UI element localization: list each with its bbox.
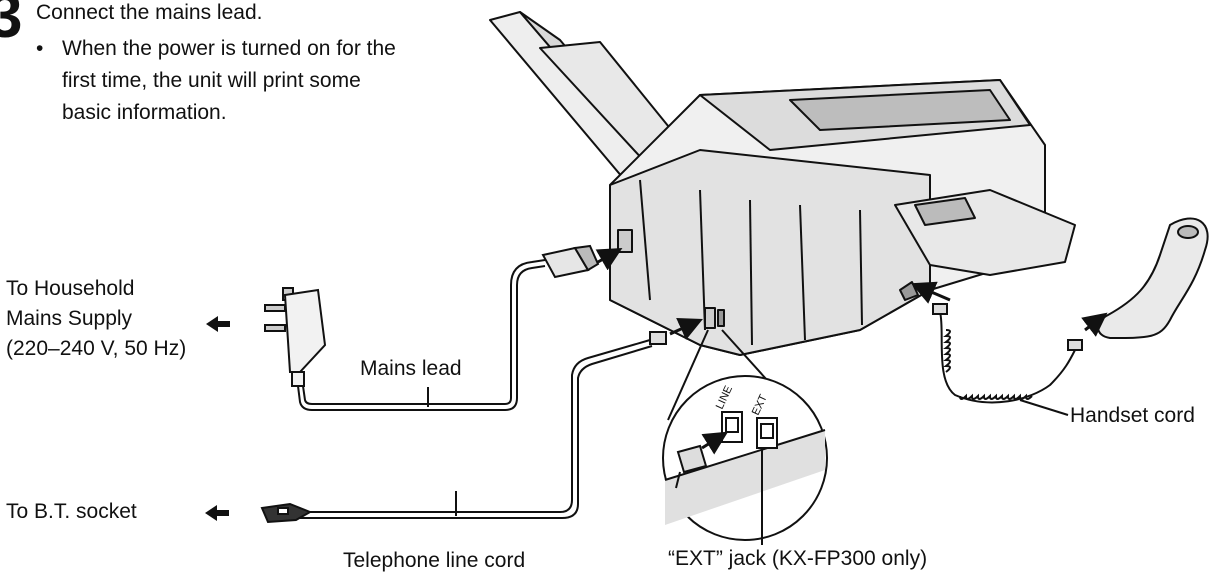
supply-arrows: [205, 316, 230, 521]
label-ext-jack: “EXT” jack (KX-FP300 only): [668, 547, 928, 570]
bullet-line-1: When the power is turned on for the: [62, 37, 396, 60]
label-mains-lead: Mains lead: [360, 357, 462, 380]
handset-cord: [910, 281, 1108, 416]
bullet-line-3: basic information.: [62, 101, 227, 124]
bullet-mark: •: [36, 37, 44, 60]
label-household-3: (220–240 V, 50 Hz): [6, 337, 187, 360]
step-number: 3: [0, 0, 23, 51]
handset: [1097, 217, 1209, 340]
step-instruction: Connect the mains lead.: [36, 1, 263, 24]
mains-lead-connector: [541, 244, 623, 279]
label-telephone-line-cord: Telephone line cord: [343, 549, 526, 572]
jack-detail: [662, 329, 828, 545]
mains-lead: [297, 259, 546, 411]
label-household-2: Mains Supply: [6, 307, 133, 330]
bullet-line-2: first time, the unit will print some: [62, 69, 361, 92]
telephone-line-cord: [300, 318, 703, 519]
label-handset-cord: Handset cord: [1070, 404, 1195, 427]
fax-machine: [489, 11, 1076, 356]
label-bt-socket: To B.T. socket: [6, 500, 137, 523]
bt-plug: [260, 502, 313, 524]
label-household-1: To Household: [6, 277, 135, 300]
mains-plug: [264, 287, 327, 387]
